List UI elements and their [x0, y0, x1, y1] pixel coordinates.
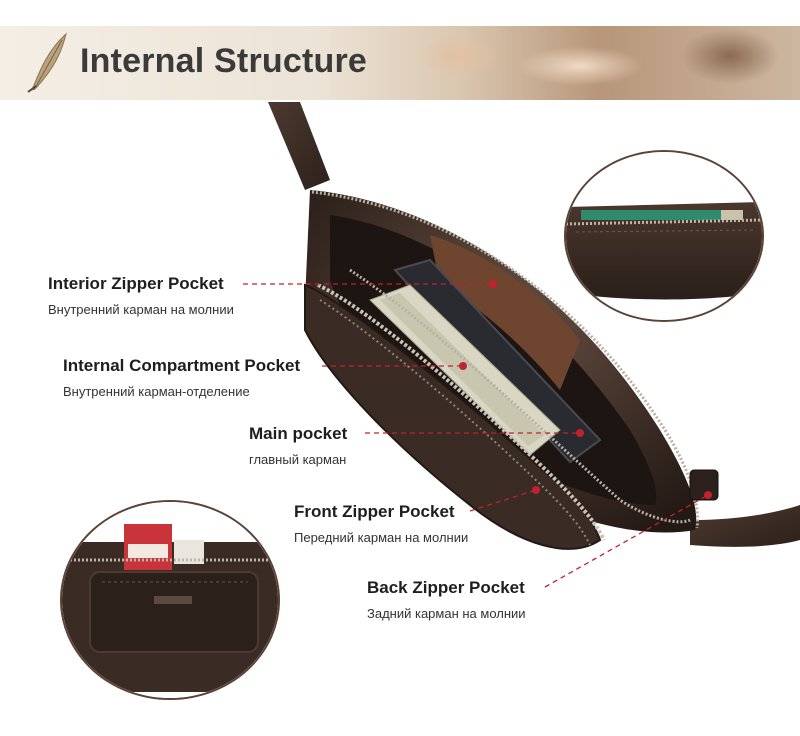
craftsman-hands-photo [400, 26, 800, 100]
header-banner: Internal Structure [0, 26, 800, 100]
callout-subtitle: Передний карман на молнии [294, 530, 469, 545]
page-title: Internal Structure [80, 42, 367, 80]
front-zipper [317, 283, 606, 541]
inset-front-pocket-image [62, 502, 278, 698]
inset-back-pocket [564, 150, 764, 322]
top-strap [268, 102, 330, 190]
front-zipper-stitch [319, 299, 591, 546]
callout-title: Main pocket [249, 424, 348, 443]
callout-title: Interior Zipper Pocket [48, 274, 224, 293]
callout-title: Internal Compartment Pocket [63, 356, 301, 375]
strap-buckle [689, 469, 719, 501]
main-zipper [349, 268, 691, 524]
callout-title: Back Zipper Pocket [367, 578, 525, 597]
interior-zipper-pocket [430, 235, 580, 390]
callout-back-zipper-pocket: Back Zipper Pocket Задний карман на молн… [367, 578, 526, 621]
callout-front-zipper-pocket: Front Zipper Pocket Передний карман на м… [294, 502, 468, 545]
callout-markers [459, 280, 712, 499]
front-pocket-panel [89, 571, 259, 653]
callout-subtitle: Задний карман на молнии [367, 606, 526, 621]
callout-subtitle: Внутренний карман на молнии [48, 302, 234, 317]
card [581, 210, 721, 220]
callout-subtitle: Внутренний карман-отделение [63, 384, 250, 399]
leader-lines [243, 283, 709, 588]
side-strap [690, 505, 800, 547]
callout-title: Front Zipper Pocket [294, 502, 455, 521]
inset-front-pocket [60, 500, 280, 700]
front-pocket [304, 283, 602, 550]
callout-interior-zipper-pocket: Interior Zipper Pocket Внутренний карман… [48, 274, 234, 317]
inset-back-pocket-image [566, 152, 762, 320]
callout-subtitle: главный карман [249, 452, 347, 467]
quill-icon [27, 32, 67, 93]
brand-plate [154, 596, 192, 604]
callout-main-pocket: Main pocket главный карман [249, 424, 347, 467]
callout-internal-compartment-pocket: Internal Compartment Pocket Внутренний к… [63, 356, 300, 399]
